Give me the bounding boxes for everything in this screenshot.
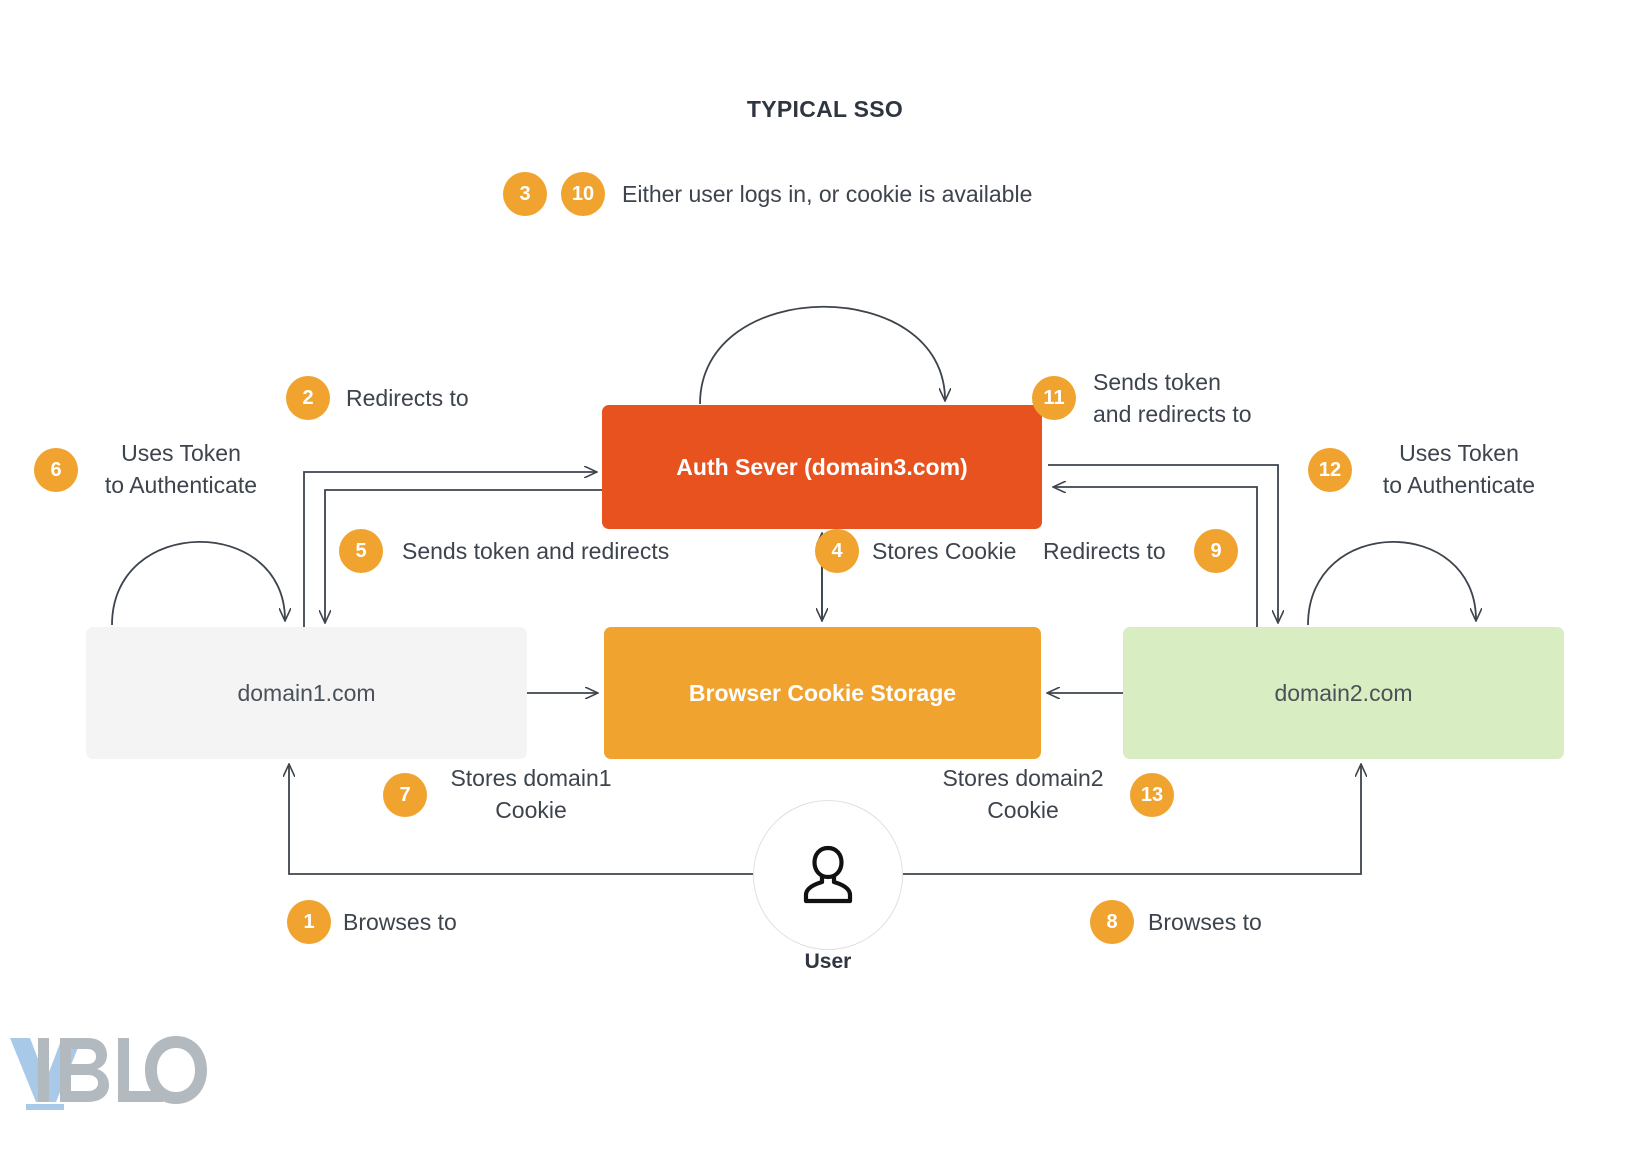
node-auth-server[interactable]: Auth Sever (domain3.com) — [602, 405, 1042, 529]
step-label-6: Uses Token to Authenticate — [104, 440, 258, 498]
step-label-4: Stores Cookie — [872, 538, 1017, 564]
step-label-2: Redirects to — [346, 385, 469, 411]
step-label-5: Sends token and redirects — [402, 538, 670, 564]
step-badge-12[interactable]: 12 — [1308, 448, 1352, 492]
viblo-logo[interactable] — [8, 1030, 208, 1111]
step-badge-9[interactable]: 9 — [1194, 529, 1238, 573]
node-domain2-label: domain2.com — [1274, 679, 1413, 706]
step-badge-7[interactable]: 7 — [383, 773, 427, 817]
node-auth-server-label: Auth Sever (domain3.com) — [676, 453, 968, 480]
step-label-7: Stores domain1 Cookie — [450, 765, 612, 823]
step-badge-10[interactable]: 10 — [561, 172, 605, 216]
wire-step12-domain2-selfloop — [1307, 540, 1476, 626]
node-domain1[interactable]: domain1.com — [86, 627, 527, 759]
step-label-9: Redirects to — [1043, 538, 1166, 564]
wire-step6-domain1-selfloop — [111, 540, 285, 626]
wire-auth-selfloop — [699, 305, 945, 405]
page-title: TYPICAL SSO — [746, 96, 904, 122]
viblo-underline — [26, 1104, 64, 1111]
step-label-8: Browses to — [1148, 909, 1262, 935]
step-badge-11[interactable]: 11 — [1032, 376, 1076, 420]
step-label-11: Sends token and redirects to — [1093, 369, 1252, 427]
step-badge-13[interactable]: 13 — [1130, 773, 1174, 817]
step-badge-8[interactable]: 8 — [1090, 900, 1134, 944]
step-badge-3[interactable]: 3 — [503, 172, 547, 216]
node-domain1-label: domain1.com — [237, 679, 376, 706]
node-domain2[interactable]: domain2.com — [1123, 627, 1564, 759]
user-label: User — [804, 950, 852, 973]
user-icon — [753, 800, 903, 950]
step-badge-4[interactable]: 4 — [815, 529, 859, 573]
node-browser-cookie-storage[interactable]: Browser Cookie Storage — [604, 627, 1041, 759]
step-label-12: Uses Token to Authenticate — [1382, 440, 1536, 498]
step-label-3-10: Either user logs in, or cookie is availa… — [622, 181, 1033, 207]
step-badge-2[interactable]: 2 — [286, 376, 330, 420]
node-cookie-storage-label: Browser Cookie Storage — [688, 679, 957, 706]
step-badge-6[interactable]: 6 — [34, 448, 78, 492]
step-label-13: Stores domain2 Cookie — [942, 765, 1104, 823]
step-label-1: Browses to — [343, 909, 457, 935]
step-badge-1[interactable]: 1 — [287, 900, 331, 944]
step-badge-5[interactable]: 5 — [339, 529, 383, 573]
